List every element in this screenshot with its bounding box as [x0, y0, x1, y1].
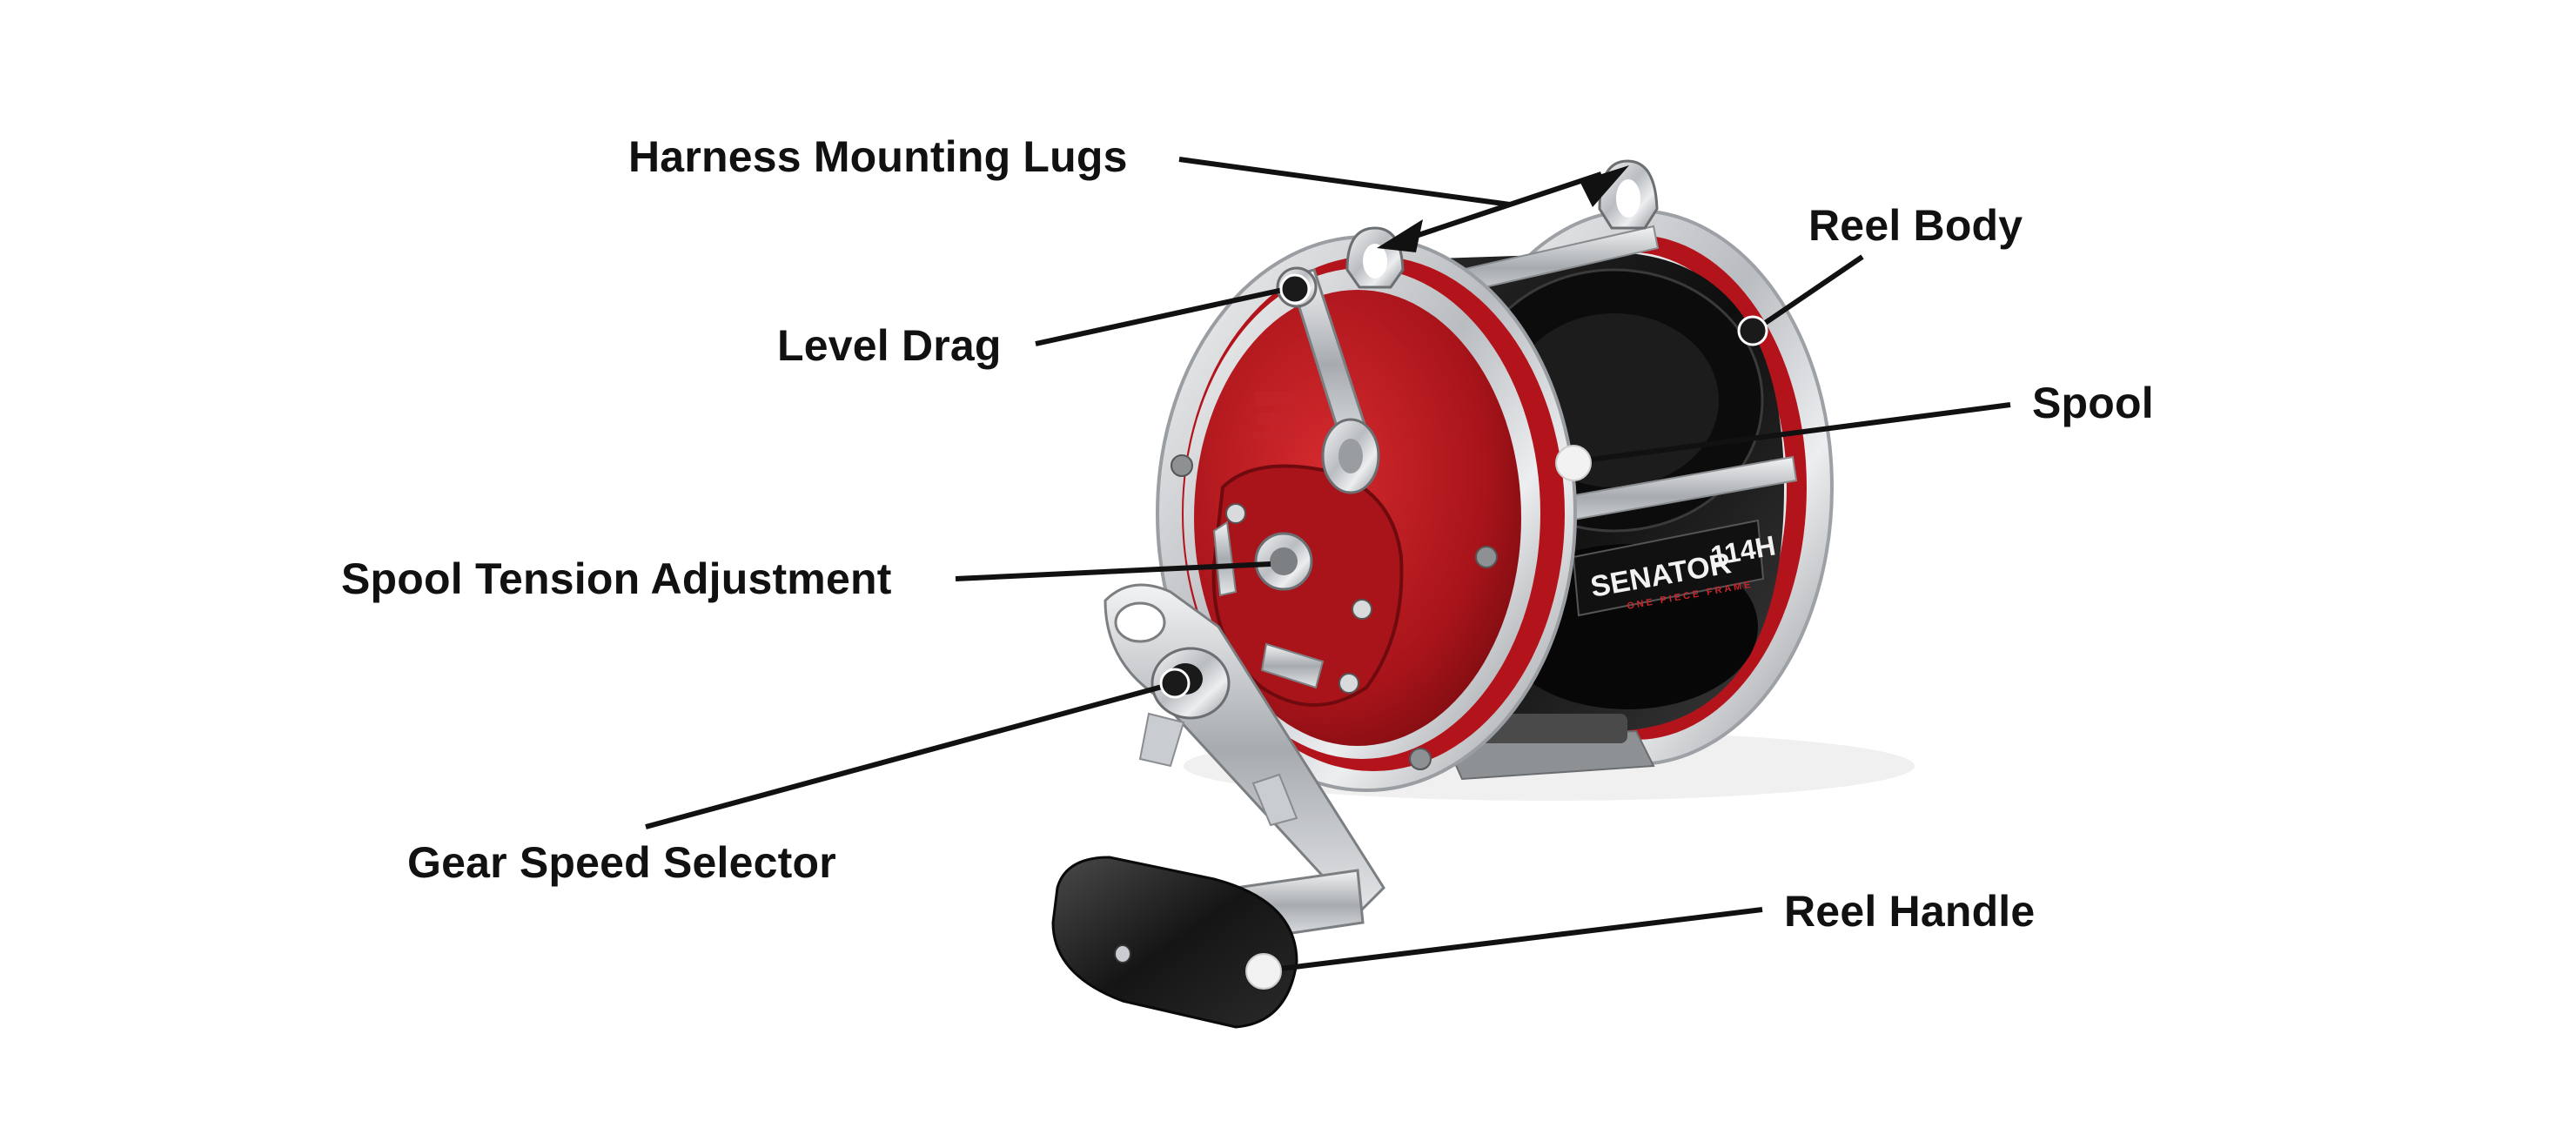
label-reel-body: Reel Body [1808, 201, 2023, 250]
dot-level-drag [1279, 273, 1311, 305]
harness-lug-back [1598, 159, 1659, 230]
dot-gear-speed-selector [1159, 668, 1191, 699]
label-spool-tension-adjustment: Spool Tension Adjustment [341, 554, 892, 603]
label-spool: Spool [2032, 379, 2154, 427]
spool-tension-knob [1254, 532, 1313, 591]
rim-screw-2 [1475, 546, 1498, 568]
label-level-drag: Level Drag [777, 321, 1002, 370]
leader-spool-tension [955, 561, 1271, 581]
harness-lug-front [1345, 226, 1405, 289]
reel-handle-knob [1051, 856, 1298, 1029]
arrowhead-back-lug [1580, 165, 1629, 207]
leader-reel-body [1754, 254, 1864, 332]
penn-logo-emboss [1253, 392, 1297, 439]
leader-lines [645, 157, 2011, 973]
arrowhead-front-lug [1377, 219, 1423, 252]
leader-harness-arrow [1405, 171, 1602, 242]
label-gear-speed-selector: Gear Speed Selector [407, 838, 836, 887]
leader-harness-mounting-lugs [1178, 157, 1511, 207]
rim-screw-3 [1409, 748, 1432, 770]
rim-screw-1 [1171, 454, 1193, 477]
leader-spool [1576, 402, 2011, 464]
dot-reel-body [1737, 315, 1768, 346]
leader-reel-handle [1265, 907, 1763, 973]
dot-reel-handle [1245, 953, 1282, 990]
label-harness-mounting-lugs: Harness Mounting Lugs [628, 132, 1128, 181]
leader-gear-speed-selector [645, 681, 1176, 829]
dot-spool [1555, 445, 1592, 481]
leader-level-drag [1035, 285, 1296, 346]
label-reel-handle: Reel Handle [1784, 887, 2036, 936]
